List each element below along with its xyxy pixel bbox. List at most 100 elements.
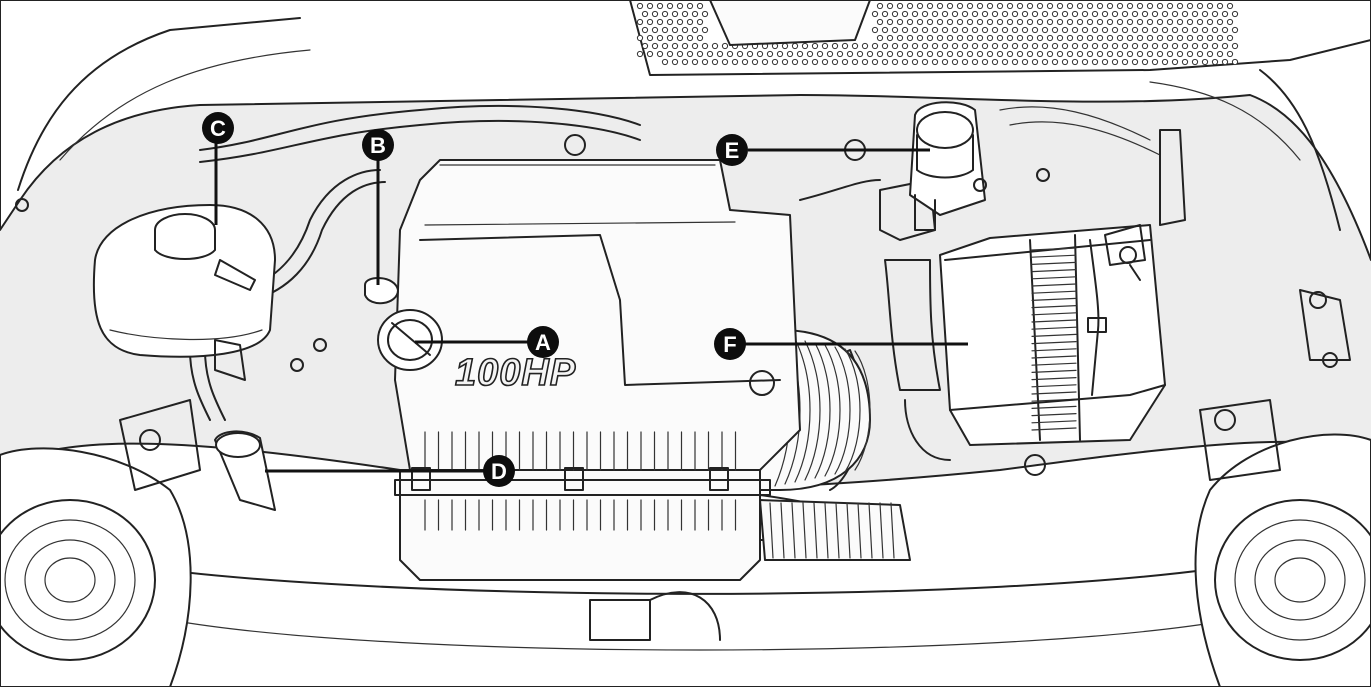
grille-dot (1006, 2, 1014, 10)
grille-dot (1061, 10, 1069, 18)
intake-rib (804, 340, 821, 481)
intake-rib (769, 502, 774, 559)
grille-dot (1206, 18, 1214, 26)
grille-dot (1111, 42, 1119, 50)
grille-dot (1121, 58, 1129, 66)
grille-dot (696, 18, 704, 26)
grille-dot (691, 10, 699, 18)
grille-dot (1026, 34, 1034, 42)
grille-dot (946, 2, 954, 10)
grille-dot (1141, 10, 1149, 18)
battery-rib (1031, 326, 1077, 330)
grille-dot (666, 2, 674, 10)
grille-dot (1056, 50, 1064, 58)
grille-dot (686, 50, 694, 58)
intake-rib (780, 502, 785, 559)
grille-dot (756, 50, 764, 58)
grille-dot (1131, 58, 1139, 66)
grille-dot (1181, 26, 1189, 34)
grille-dot (886, 18, 894, 26)
grille-dot (1126, 18, 1134, 26)
grille-dot (656, 18, 664, 26)
grille-dot (1146, 34, 1154, 42)
grille-dot (761, 58, 769, 66)
grille-dot (781, 42, 789, 50)
callout-d-label: D (491, 459, 507, 484)
grille-dot (701, 58, 709, 66)
grille-dot (936, 34, 944, 42)
grille-dot (1081, 58, 1089, 66)
grille-dot (771, 58, 779, 66)
engine-cover: 100HP (394, 159, 801, 471)
grille-dot (1001, 58, 1009, 66)
grille-dot (881, 42, 889, 50)
grille-dot (681, 10, 689, 18)
grille-dot (1171, 26, 1179, 34)
callout-f-label: F (723, 332, 736, 357)
grille-dot (786, 50, 794, 58)
battery-rib (1031, 333, 1077, 337)
grille-dot (1121, 10, 1129, 18)
grille-dot (941, 58, 949, 66)
grille-dot (1036, 34, 1044, 42)
grille-dot (996, 18, 1004, 26)
grille-dot (831, 58, 839, 66)
grille-dot (991, 10, 999, 18)
grille-dot (646, 18, 654, 26)
grille-dot (1096, 2, 1104, 10)
grille-dot (911, 10, 919, 18)
grille-dot (1136, 2, 1144, 10)
grille-dot (726, 50, 734, 58)
grille-dot (1011, 42, 1019, 50)
grille-dot (1056, 18, 1064, 26)
grille-dot (1221, 42, 1229, 50)
grille-dot (971, 58, 979, 66)
grille-dot (1206, 2, 1214, 10)
intake-rib (844, 348, 861, 473)
grille-dot (716, 50, 724, 58)
grille-dot (1021, 58, 1029, 66)
battery-rib (1031, 276, 1077, 280)
callout-b: B (362, 129, 394, 161)
grille-dot (1006, 18, 1014, 26)
grille-dot (1091, 58, 1099, 66)
grille-dot (1101, 26, 1109, 34)
grille-dot (676, 50, 684, 58)
grille-dot (656, 50, 664, 58)
oil-filler-cap (377, 309, 443, 371)
grille-dot (841, 42, 849, 50)
grille-dot (886, 50, 894, 58)
intake-rib (854, 350, 871, 471)
grille-dot (711, 42, 719, 50)
grille-dot (1026, 18, 1034, 26)
grille-dot (1071, 26, 1079, 34)
grille-dot (1216, 18, 1224, 26)
battery-rib (1031, 283, 1077, 287)
battery-rib (1031, 420, 1077, 424)
grille-dot (1191, 42, 1199, 50)
grille-dot (1221, 26, 1229, 34)
grille-dot (936, 50, 944, 58)
grille-dot (836, 50, 844, 58)
grille-dot (1036, 2, 1044, 10)
grille-dot (1076, 18, 1084, 26)
grille-dot (641, 10, 649, 18)
grille-dot (1221, 10, 1229, 18)
grille-dot (851, 58, 859, 66)
grille-dot (1166, 34, 1174, 42)
grille-dot (891, 42, 899, 50)
grille-dot (1126, 2, 1134, 10)
grille-dot (881, 10, 889, 18)
grille-dot (666, 34, 674, 42)
grille-dot (1031, 26, 1039, 34)
grille-dot (1076, 50, 1084, 58)
engine-badge-100hp: 100HP (455, 352, 576, 394)
grille-dot (1051, 10, 1059, 18)
grille-dot (1061, 58, 1069, 66)
battery-rib (1031, 261, 1077, 265)
grille-dot (1081, 42, 1089, 50)
grille-dot (1006, 34, 1014, 42)
grille-dot (1186, 50, 1194, 58)
intake-rib (879, 502, 884, 559)
